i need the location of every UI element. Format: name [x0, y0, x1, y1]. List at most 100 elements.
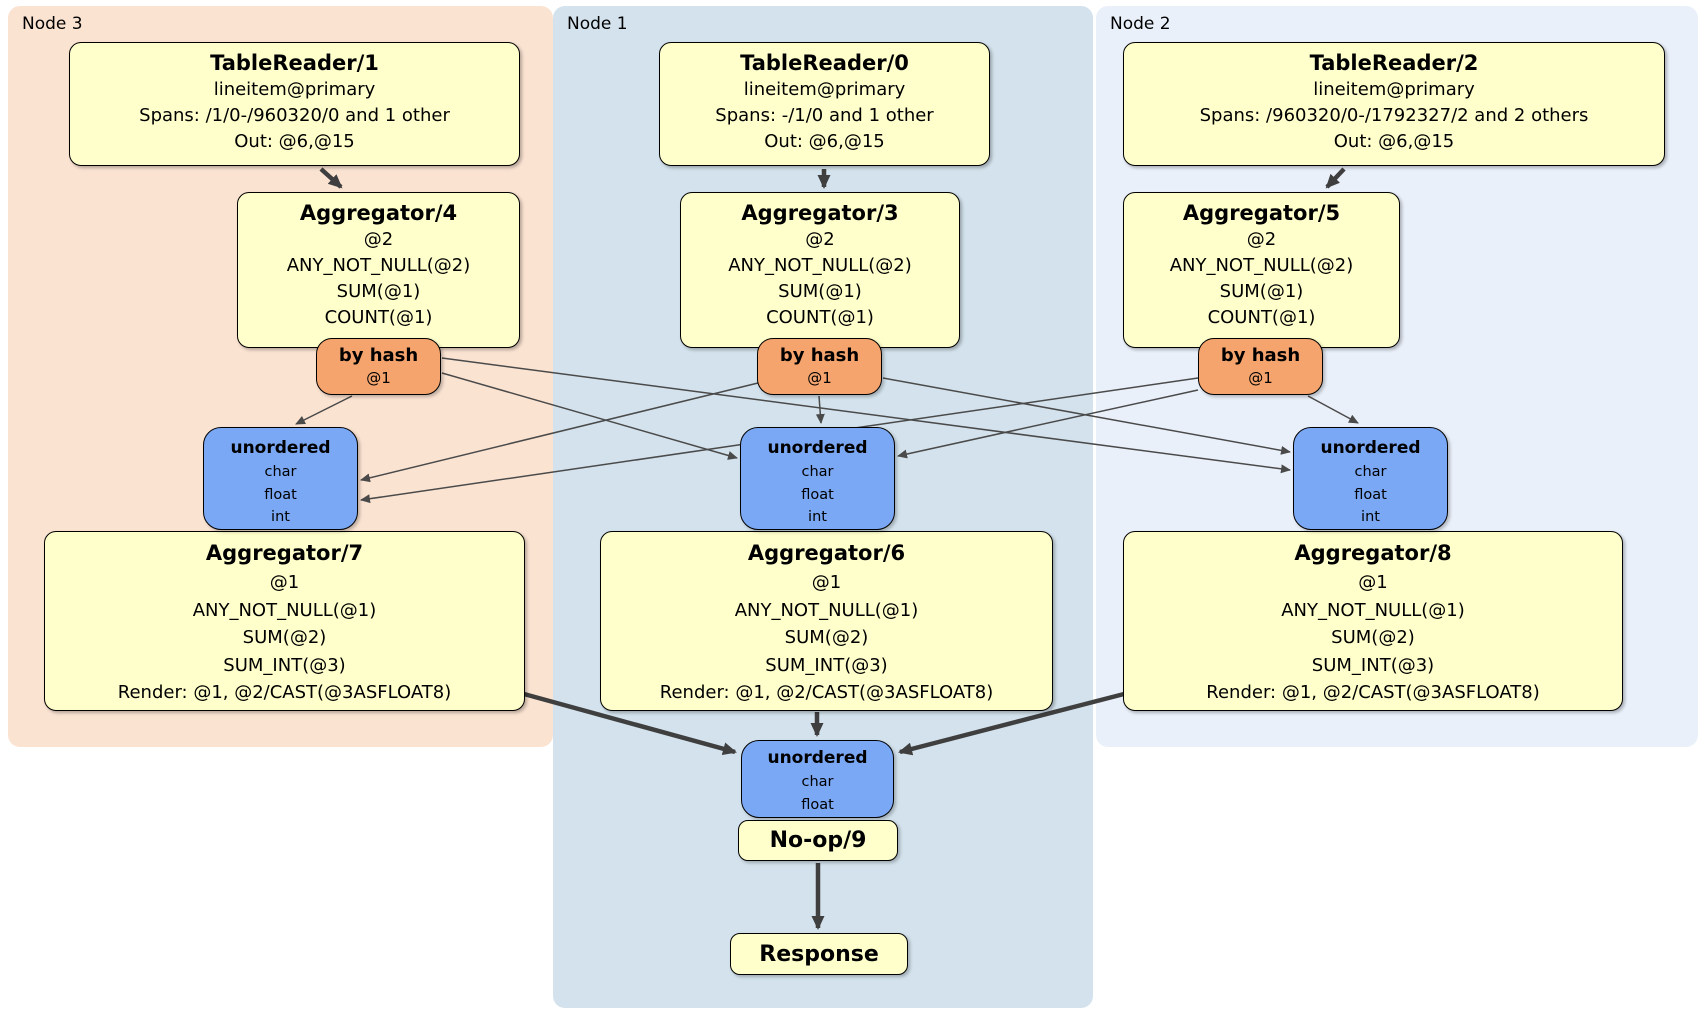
aggregator-3-box: Aggregator/3 @2 ANY_NOT_NULL(@2) SUM(@1)…: [680, 192, 960, 348]
unordered-sync-final-col1: char: [801, 774, 834, 790]
aggregator-4-fn3: COUNT(@1): [324, 307, 433, 328]
aggregator-3-title: Aggregator/3: [741, 201, 899, 225]
hash-router-node3: by hash @1: [316, 338, 441, 395]
aggregator-7-fn1: ANY_NOT_NULL(@1): [192, 599, 377, 621]
unordered-sync-node3-col1: char: [264, 464, 297, 480]
edge-tablereader2-to-agg5: [1325, 167, 1346, 189]
hash-router-node1-col: @1: [807, 369, 832, 387]
hash-router-node2-title: by hash: [1220, 345, 1301, 366]
hash-router-node3-col: @1: [366, 369, 391, 387]
node2-label: Node 2: [1110, 14, 1171, 34]
aggregator-3-group: @2: [805, 229, 835, 250]
hash-router-node1-title: by hash: [779, 345, 860, 366]
tablereader-1-title: TableReader/1: [210, 51, 379, 75]
tablereader-2-title: TableReader/2: [1309, 51, 1479, 75]
noop-title: No-op/9: [769, 828, 867, 853]
aggregator-5-title: Aggregator/5: [1182, 201, 1341, 225]
hash-router-node1: by hash @1: [757, 338, 882, 395]
tablereader-0-spans: Spans: -/1/0 and 1 other: [715, 105, 934, 126]
hash-router-node2-col: @1: [1248, 369, 1273, 387]
aggregator-7-title: Aggregator/7: [205, 541, 364, 565]
unordered-sync-node3: unordered char float int: [203, 427, 358, 530]
edge-tablereader1-to-agg4: [319, 167, 343, 189]
aggregator-3-fn2: SUM(@1): [778, 281, 862, 302]
aggregator-5-group: @2: [1246, 229, 1277, 250]
edge-agg7-to-final-sync: [523, 691, 737, 756]
aggregator-5-box: Aggregator/5 @2 ANY_NOT_NULL(@2) SUM(@1)…: [1123, 192, 1400, 348]
unordered-sync-node2-col3: int: [1361, 509, 1380, 525]
aggregator-7-render: Render: @1, @2/CAST(@3ASFLOAT8): [117, 682, 452, 703]
unordered-sync-node3-col3: int: [271, 509, 290, 525]
tablereader-1-spans: Spans: /1/0-/960320/0 and 1 other: [139, 105, 450, 126]
unordered-sync-node3-col2: float: [264, 486, 297, 503]
tablereader-2-box: TableReader/2 lineitem@primary Spans: /9…: [1123, 42, 1665, 166]
edge-router3-to-sync2: [441, 357, 1291, 474]
aggregator-4-group: @2: [363, 229, 394, 250]
aggregator-8-title: Aggregator/8: [1294, 541, 1452, 565]
tablereader-0-title: TableReader/0: [740, 51, 909, 75]
tablereader-2-spans: Spans: /960320/0-/1792327/2 and 2 others: [1199, 105, 1589, 126]
edge-router2-to-sync1: [897, 389, 1199, 459]
unordered-sync-final: unordered char float: [741, 740, 894, 818]
aggregator-3-fn3: COUNT(@1): [766, 307, 874, 328]
hash-router-node3-title: by hash: [338, 345, 419, 366]
unordered-sync-node2-col2: float: [1354, 486, 1387, 503]
unordered-sync-node2-col1: char: [1354, 464, 1387, 480]
aggregator-4-title: Aggregator/4: [299, 201, 458, 225]
aggregator-6-fn1: ANY_NOT_NULL(@1): [734, 599, 919, 621]
tablereader-0-out: Out: @6,@15: [764, 131, 885, 152]
edge-agg8-to-final-sync: [898, 691, 1125, 756]
aggregator-5-fn2: SUM(@1): [1219, 281, 1304, 302]
unordered-sync-final-col2: float: [801, 796, 834, 813]
aggregator-6-group: @1: [811, 572, 842, 593]
aggregator-7-fn2: SUM(@2): [242, 627, 327, 648]
aggregator-8-render: Render: @1, @2/CAST(@3ASFLOAT8): [1206, 682, 1540, 703]
edge-router1-to-sync2: [882, 377, 1291, 455]
aggregator-4-box: Aggregator/4 @2 ANY_NOT_NULL(@2) SUM(@1)…: [237, 192, 520, 348]
aggregator-6-fn3: SUM_INT(@3): [765, 654, 888, 676]
aggregator-8-fn3: SUM_INT(@3): [1311, 654, 1435, 676]
aggregator-8-fn1: ANY_NOT_NULL(@1): [1281, 599, 1465, 621]
aggregator-5-fn3: COUNT(@1): [1207, 307, 1316, 328]
aggregator-5-fn1: ANY_NOT_NULL(@2): [1169, 255, 1354, 276]
tablereader-1-index: lineitem@primary: [213, 79, 376, 100]
edge-router3-to-sync3: [295, 395, 353, 425]
aggregator-8-group: @1: [1358, 572, 1388, 593]
unordered-sync-final-title: unordered: [767, 748, 868, 768]
tablereader-2-out: Out: @6,@15: [1333, 131, 1455, 152]
response-title: Response: [759, 941, 879, 967]
noop-box: No-op/9: [738, 820, 898, 861]
aggregator-3-fn1: ANY_NOT_NULL(@2): [728, 255, 912, 276]
edge-router3-to-sync1: [441, 372, 738, 460]
aggregator-6-box: Aggregator/6 @1 ANY_NOT_NULL(@1) SUM(@2)…: [600, 531, 1053, 711]
edge-router2-to-sync2: [1307, 395, 1359, 424]
aggregator-4-fn2: SUM(@1): [336, 281, 421, 302]
tablereader-1-box: TableReader/1 lineitem@primary Spans: /1…: [69, 42, 520, 166]
tablereader-0-index: lineitem@primary: [743, 79, 906, 100]
tablereader-1-out: Out: @6,@15: [234, 131, 355, 152]
unordered-sync-node3-title: unordered: [230, 438, 331, 458]
aggregator-4-fn1: ANY_NOT_NULL(@2): [286, 255, 471, 276]
tablereader-0-box: TableReader/0 lineitem@primary Spans: -/…: [659, 42, 990, 166]
aggregator-6-fn2: SUM(@2): [784, 627, 869, 648]
aggregator-7-box: Aggregator/7 @1 ANY_NOT_NULL(@1) SUM(@2)…: [44, 531, 525, 711]
node1-label: Node 1: [567, 14, 628, 34]
edge-router1-to-sync1: [815, 395, 825, 424]
unordered-sync-node2-title: unordered: [1320, 438, 1421, 458]
aggregator-8-fn2: SUM(@2): [1331, 627, 1415, 648]
node3-label: Node 3: [22, 14, 83, 34]
aggregator-7-group: @1: [269, 572, 300, 593]
edge-router1-to-sync3: [360, 382, 759, 483]
unordered-sync-node1-col3: int: [808, 509, 827, 525]
aggregator-6-render: Render: @1, @2/CAST(@3ASFLOAT8): [659, 682, 994, 703]
hash-router-node2: by hash @1: [1198, 338, 1323, 395]
unordered-sync-node1-col1: char: [801, 464, 834, 480]
tablereader-2-index: lineitem@primary: [1313, 79, 1475, 100]
aggregator-7-fn3: SUM_INT(@3): [223, 654, 346, 676]
unordered-sync-node2: unordered char float int: [1293, 427, 1448, 530]
aggregator-8-box: Aggregator/8 @1 ANY_NOT_NULL(@1) SUM(@2)…: [1123, 531, 1623, 711]
response-box: Response: [730, 933, 908, 975]
unordered-sync-node1: unordered char float int: [740, 427, 895, 530]
unordered-sync-node1-title: unordered: [767, 438, 868, 458]
